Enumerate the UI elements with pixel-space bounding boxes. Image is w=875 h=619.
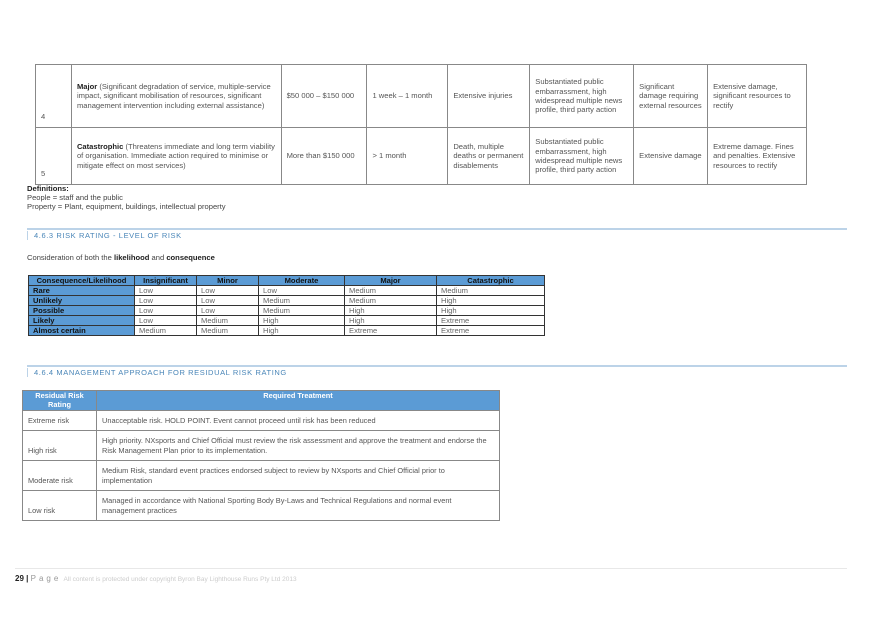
definitions: Definitions: People = staff and the publ…	[27, 184, 226, 211]
page-footer: 29 | Page All content is protected under…	[15, 574, 297, 583]
matrix-cell: Low	[134, 315, 197, 326]
likelihood-label: Possible	[28, 305, 135, 316]
matrix-cell: Low	[196, 295, 259, 306]
section-rule	[27, 228, 847, 230]
copyright-notice: All content is protected under copyright…	[63, 576, 297, 583]
table-row: Almost certain Medium Medium High Extrem…	[28, 325, 545, 336]
matrix-cell: Extreme	[436, 325, 545, 336]
matrix-header: Major	[344, 275, 437, 286]
matrix-header: Insignificant	[134, 275, 197, 286]
treatment-cell: Medium Risk, standard event practices en…	[96, 460, 500, 492]
matrix-cell: High	[258, 315, 345, 326]
reputation-cell: Substantiated public embarrassment, high…	[529, 64, 635, 128]
treatment-cell: Managed in accordance with National Spor…	[96, 490, 500, 522]
likelihood-label: Likely	[28, 315, 135, 326]
likelihood-label: Almost certain	[28, 325, 135, 336]
matrix-cell: High	[344, 305, 437, 316]
matrix-header: Catastrophic	[436, 275, 545, 286]
definitions-title: Definitions:	[27, 184, 69, 193]
people-cell: Death, multiple deaths or permanent disa…	[447, 127, 531, 185]
property-cell: Extreme damage. Fines and penalties. Ext…	[707, 127, 807, 185]
matrix-cell: High	[258, 325, 345, 336]
likelihood-label: Unlikely	[28, 295, 135, 306]
table-row: 4 Major (Significant degradation of serv…	[35, 64, 807, 128]
people-cell: Extensive injuries	[447, 64, 531, 128]
matrix-cell: Medium	[344, 285, 437, 296]
treatment-header: Required Treatment	[96, 389, 500, 412]
definition-people: People = staff and the public	[27, 193, 123, 203]
intro-paragraph: Consideration of both the likelihood and…	[27, 253, 215, 262]
matrix-cell: Medium	[196, 315, 259, 326]
matrix-cell: Medium	[134, 325, 197, 336]
matrix-cell: Low	[134, 295, 197, 306]
treatment-header: Residual Risk Rating	[22, 389, 97, 412]
definition-property: Property = Plant, equipment, buildings, …	[27, 202, 226, 212]
footer-separator: |	[26, 574, 29, 583]
level-cell: 5	[35, 127, 72, 185]
duration-cell: 1 week – 1 month	[366, 64, 449, 128]
matrix-cell: Low	[134, 285, 197, 296]
matrix-header: Consequence/Likelihood	[28, 275, 135, 286]
matrix-cell: High	[436, 305, 545, 316]
environment-cell: Extensive damage	[633, 127, 709, 185]
matrix-cell: Medium	[436, 285, 545, 296]
matrix-cell: Medium	[258, 305, 345, 316]
matrix-cell: Medium	[258, 295, 345, 306]
rating-cell: High risk	[22, 430, 97, 462]
footer-rule	[15, 568, 847, 569]
table-row: Moderate risk Medium Risk, standard even…	[22, 460, 500, 492]
treatment-cell: Unacceptable risk. HOLD POINT. Event can…	[96, 410, 500, 432]
table-row: Unlikely Low Low Medium Medium High	[28, 295, 545, 306]
table-row: Extreme risk Unacceptable risk. HOLD POI…	[22, 410, 500, 432]
reputation-cell: Substantiated public embarrassment, high…	[529, 127, 635, 185]
page-label: Page	[30, 574, 62, 583]
property-cell: Extensive damage, significant resources …	[707, 64, 807, 128]
duration-cell: > 1 month	[366, 127, 449, 185]
level-cell: 4	[35, 64, 72, 128]
table-row: 5 Catastrophic (Threatens immediate and …	[35, 127, 807, 185]
table-row: High risk High priority. NXsports and Ch…	[22, 430, 500, 462]
section-heading-463: 4.6.3 RISK RATING - LEVEL OF RISK	[27, 231, 182, 240]
matrix-cell: Extreme	[344, 325, 437, 336]
table-row: Likely Low Medium High High Extreme	[28, 315, 545, 326]
treatment-header-row: Residual Risk Rating Required Treatment	[22, 389, 500, 412]
matrix-cell: Low	[196, 305, 259, 316]
treatment-cell: High priority. NXsports and Chief Offici…	[96, 430, 500, 462]
consequence-table: 4 Major (Significant degradation of serv…	[35, 64, 807, 185]
rating-cell: Extreme risk	[22, 410, 97, 432]
matrix-cell: Low	[134, 305, 197, 316]
financial-cell: More than $150 000	[280, 127, 368, 185]
matrix-cell: High	[436, 295, 545, 306]
financial-cell: $50 000 – $150 000	[280, 64, 368, 128]
matrix-header: Moderate	[258, 275, 345, 286]
matrix-header: Minor	[196, 275, 259, 286]
section-heading-464: 4.6.4 MANAGEMENT APPROACH FOR RESIDUAL R…	[27, 368, 287, 377]
matrix-cell: Extreme	[436, 315, 545, 326]
description-cell: Major (Significant degradation of servic…	[70, 64, 282, 128]
table-row: Low risk Managed in accordance with Nati…	[22, 490, 500, 522]
section-rule	[27, 365, 847, 367]
table-row: Possible Low Low Medium High High	[28, 305, 545, 316]
description-cell: Catastrophic (Threatens immediate and lo…	[70, 127, 282, 185]
table-row: Rare Low Low Low Medium Medium	[28, 285, 545, 296]
likelihood-label: Rare	[28, 285, 135, 296]
page-number: 29	[15, 574, 24, 583]
risk-matrix-table: Consequence/Likelihood Insignificant Min…	[28, 275, 545, 336]
treatment-table: Residual Risk Rating Required Treatment …	[22, 389, 500, 522]
matrix-header-row: Consequence/Likelihood Insignificant Min…	[28, 275, 545, 286]
environment-cell: Significant damage requiring external re…	[633, 64, 709, 128]
matrix-cell: Medium	[344, 295, 437, 306]
rating-cell: Moderate risk	[22, 460, 97, 492]
matrix-cell: High	[344, 315, 437, 326]
matrix-cell: Medium	[196, 325, 259, 336]
rating-cell: Low risk	[22, 490, 97, 522]
matrix-cell: Low	[196, 285, 259, 296]
matrix-cell: Low	[258, 285, 345, 296]
